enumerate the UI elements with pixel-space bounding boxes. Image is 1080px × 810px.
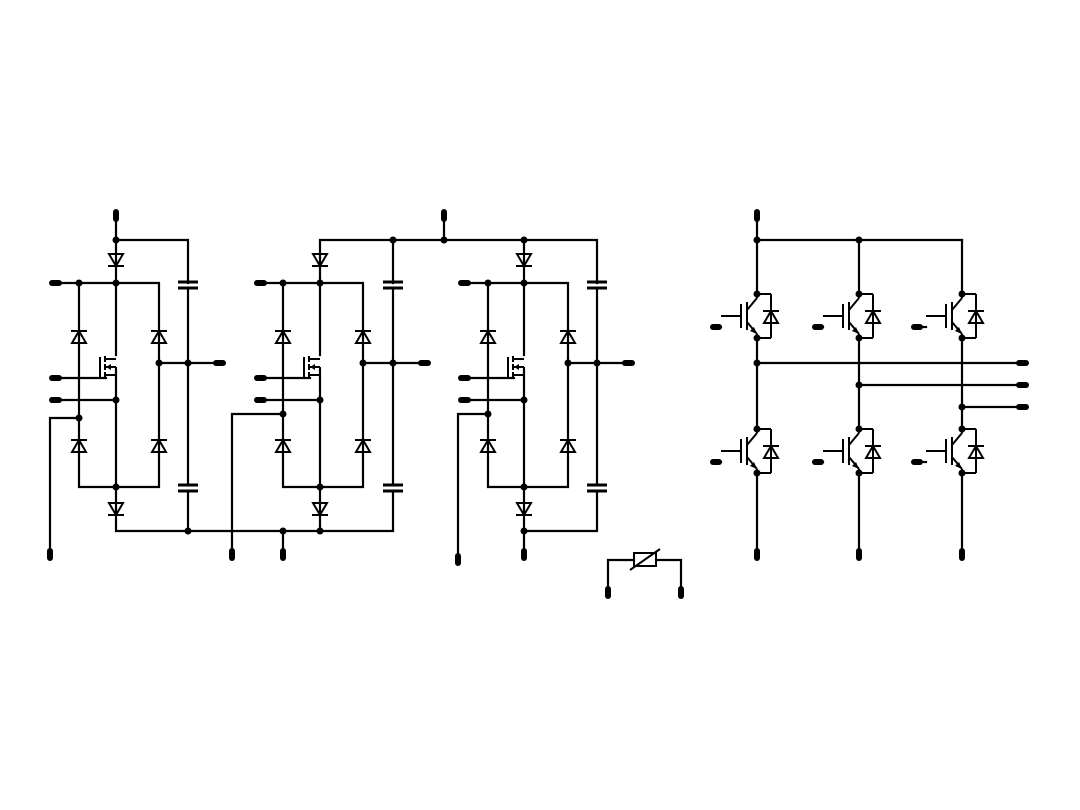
mosfet-icon: [303, 355, 321, 379]
igbt-icon: [720, 283, 780, 349]
three-phase-inverter: [713, 216, 1024, 557]
capacitor-icon: [176, 280, 200, 290]
mosfet-icon: [99, 355, 117, 379]
ntc-thermistor: [606, 548, 683, 594]
switched-rectifier-2: [186, 216, 599, 557]
igbt-icon: [822, 418, 882, 484]
capacitor-icon: [585, 483, 609, 493]
switched-rectifier-1: [48, 216, 224, 557]
terminal-pins: [47, 209, 1029, 599]
igbt-icon: [925, 283, 985, 349]
igbt-icon: [822, 283, 882, 349]
igbt-icon: [720, 418, 780, 484]
capacitor-icon: [381, 483, 405, 493]
capacitor-icon: [585, 280, 609, 290]
switched-rectifier-3: [456, 236, 632, 560]
igbt-icon: [925, 418, 985, 484]
thermistor-icon: [633, 552, 657, 567]
capacitor-icon: [176, 483, 200, 493]
capacitor-icon: [381, 280, 405, 290]
mosfet-icon: [507, 355, 525, 379]
